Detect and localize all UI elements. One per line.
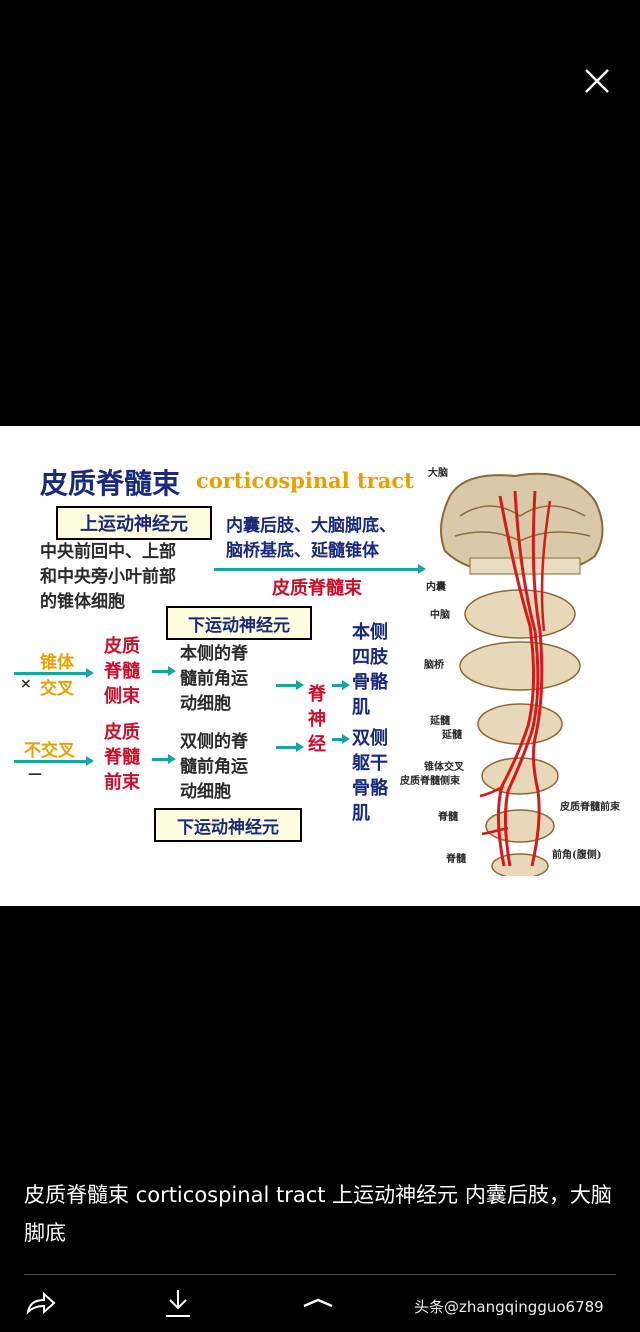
anatomy-label: 脊髓 xyxy=(446,854,466,865)
upper-source-line: 的锥体细胞 xyxy=(40,592,125,612)
share-icon xyxy=(26,1291,56,1315)
pathway-arrow xyxy=(214,564,426,574)
watermark: 头条@zhangqingguo6789 xyxy=(414,1298,604,1316)
anatomy-label: 锥体交叉 xyxy=(424,762,464,773)
figure-title-en: corticospinal tract xyxy=(196,468,414,493)
ipsilateral-horn-line: 动细胞 xyxy=(180,694,231,714)
lower-motor-neuron-box-top: 下运动神经元 xyxy=(166,606,312,640)
lateral-tract: 皮质 脊髓 侧束 xyxy=(104,634,140,709)
trunk-muscles-line: 躯干 xyxy=(352,753,388,774)
limb-muscles-line: 肌 xyxy=(352,697,370,718)
upper-source: 中央前回中、上部 和中央旁小叶前部 的锥体细胞 xyxy=(40,540,176,615)
anatomy-label: 前角(腹侧) xyxy=(552,850,602,861)
download-icon xyxy=(166,1290,190,1317)
anatomy-label: 皮质脊髓侧束 xyxy=(400,776,460,787)
anatomy-label: 延髓 xyxy=(430,716,450,727)
trunk-muscles-line: 双侧 xyxy=(352,728,388,749)
tract-label: 皮质脊髓束 xyxy=(272,578,362,599)
dash-mark: — xyxy=(28,766,42,782)
lower-motor-neuron-label: 下运动神经元 xyxy=(177,817,279,838)
anterior-arrow xyxy=(152,754,176,764)
bilateral-horn-line: 髓前角运 xyxy=(180,757,248,777)
close-button[interactable] xyxy=(578,62,616,100)
nerve-to-trunk-arrow xyxy=(332,734,350,744)
horn-to-nerve-arrow-bottom xyxy=(276,742,304,752)
crossing-arrow xyxy=(14,668,94,678)
limb-muscles-line: 本侧 xyxy=(352,622,388,643)
spinal-nerve-char: 神 xyxy=(308,709,326,730)
bilateral-horn-line: 动细胞 xyxy=(180,782,231,802)
anatomy-label: 中脑 xyxy=(430,610,450,621)
anterior-tract-line: 皮质 xyxy=(104,722,140,743)
collapse-caption-button[interactable] xyxy=(300,1286,336,1320)
anterior-tract-line: 脊髓 xyxy=(104,747,140,768)
upper-source-line: 和中央旁小叶前部 xyxy=(40,567,176,587)
anatomy-label: 脑桥 xyxy=(424,660,444,671)
limb-muscles: 本侧 四肢 骨骼 肌 xyxy=(352,620,388,720)
download-button[interactable] xyxy=(160,1286,196,1320)
nerve-to-limb-arrow xyxy=(332,680,350,690)
anatomy-label: 大脑 xyxy=(428,468,448,479)
horn-to-nerve-arrow-top xyxy=(276,680,304,690)
displayed-image: 皮质脊髓束 corticospinal tract 上运动神经元 中央前回中、上… xyxy=(0,426,640,906)
limb-muscles-line: 四肢 xyxy=(352,647,388,668)
lower-motor-neuron-label: 下运动神经元 xyxy=(188,615,290,636)
spinal-nerve-char: 经 xyxy=(308,734,326,755)
crossing-mark: × xyxy=(20,676,32,692)
bilateral-horn: 双侧的脊 髓前角运 动细胞 xyxy=(180,730,248,805)
crossing-label: 交叉 xyxy=(40,679,74,699)
bilateral-horn-line: 双侧的脊 xyxy=(180,732,248,752)
ipsilateral-horn-line: 髓前角运 xyxy=(180,669,248,689)
anatomy-illustration xyxy=(440,472,604,876)
trunk-muscles-line: 骨骼 xyxy=(352,778,388,799)
spinal-nerve: 脊 神 经 xyxy=(308,682,326,757)
anterior-tract: 皮质 脊髓 前束 xyxy=(104,720,140,795)
toolbar-divider xyxy=(24,1274,616,1275)
anterior-tract-line: 前束 xyxy=(104,772,140,793)
upper-motor-neuron-box: 上运动神经元 xyxy=(56,506,212,540)
ipsilateral-horn-line: 本侧的脊 xyxy=(180,644,248,664)
lateral-tract-line: 脊髓 xyxy=(104,661,140,682)
lateral-arrow xyxy=(152,666,176,676)
pathway-line: 脑桥基底、延髓锥体 xyxy=(226,541,379,561)
upper-source-line: 中央前回中、上部 xyxy=(40,542,176,562)
ipsilateral-horn: 本侧的脊 髓前角运 动细胞 xyxy=(180,642,248,717)
pathway-labels: 内囊后肢、大脑脚底、 脑桥基底、延髓锥体 xyxy=(226,514,396,564)
image-caption: 皮质脊髓束 corticospinal tract 上运动神经元 内囊后肢，大脑… xyxy=(24,1183,612,1245)
pathway-line: 内囊后肢、大脑脚底、 xyxy=(226,516,396,536)
non-crossing-label: 不交叉 xyxy=(24,741,75,761)
anatomy-label: 延髓 xyxy=(442,730,462,741)
anatomy-label: 脊髓 xyxy=(438,812,458,823)
anatomy-label: 内囊 xyxy=(426,582,446,593)
lower-motor-neuron-box-bottom: 下运动神经元 xyxy=(154,808,302,842)
non-crossing-arrow xyxy=(14,756,94,766)
pyramid-label: 锥体 xyxy=(40,653,74,673)
close-icon xyxy=(585,69,609,93)
spinal-nerve-char: 脊 xyxy=(308,684,326,705)
lateral-tract-line: 皮质 xyxy=(104,636,140,657)
figure-title-cn: 皮质脊髓束 xyxy=(40,467,181,500)
anatomy-label: 皮质脊髓前束 xyxy=(560,802,620,813)
chevron-up-icon xyxy=(303,1298,333,1308)
trunk-muscles: 双侧 躯干 骨骼 肌 xyxy=(352,726,388,826)
trunk-muscles-line: 肌 xyxy=(352,803,370,824)
lateral-tract-line: 侧束 xyxy=(104,686,140,707)
upper-motor-neuron-label: 上运动神经元 xyxy=(80,514,188,535)
share-button[interactable] xyxy=(22,1286,58,1320)
limb-muscles-line: 骨骼 xyxy=(352,672,388,693)
